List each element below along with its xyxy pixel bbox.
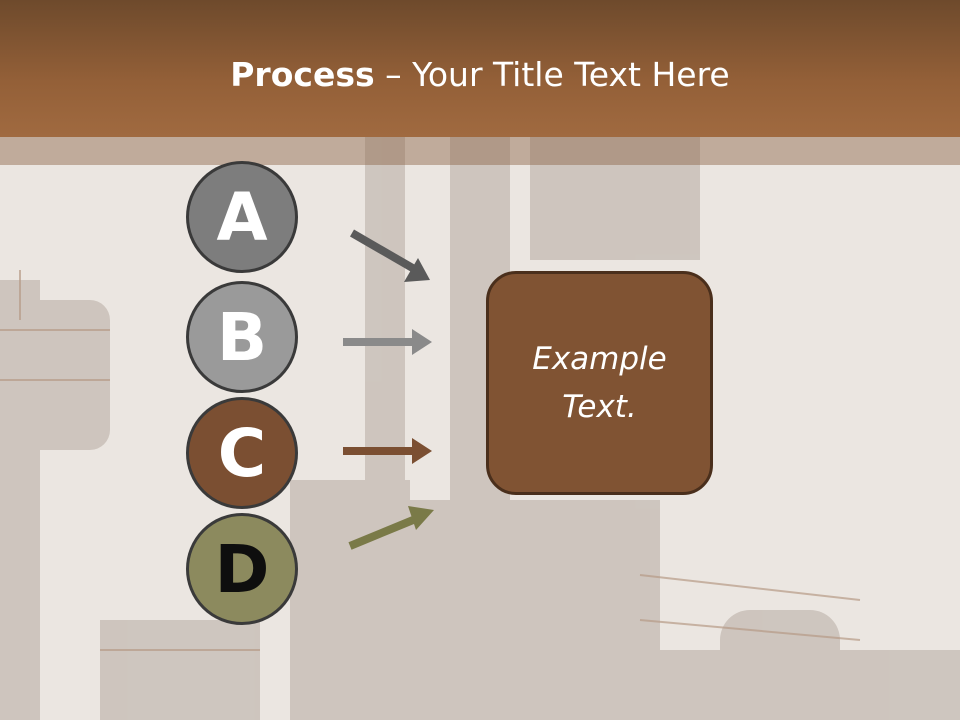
- step-d-letter: D: [214, 530, 270, 608]
- title-bold-text: Process: [230, 55, 375, 94]
- slide-title: Process – Your Title Text Here: [0, 50, 960, 100]
- step-d-circle: D: [186, 513, 298, 625]
- step-c-letter: C: [217, 414, 267, 492]
- step-a-circle: A: [186, 161, 298, 273]
- example-text-box: Example Text.: [486, 271, 713, 495]
- example-text-line-2: Text.: [562, 389, 637, 425]
- step-b-letter: B: [216, 298, 268, 376]
- step-c-circle: C: [186, 397, 298, 509]
- title-bar: [0, 0, 960, 137]
- step-b-circle: B: [186, 281, 298, 393]
- title-rest-text: – Your Title Text Here: [374, 55, 730, 94]
- step-a-letter: A: [216, 178, 268, 256]
- example-text-line-1: Example: [532, 341, 667, 377]
- title-underline-band: [0, 137, 960, 165]
